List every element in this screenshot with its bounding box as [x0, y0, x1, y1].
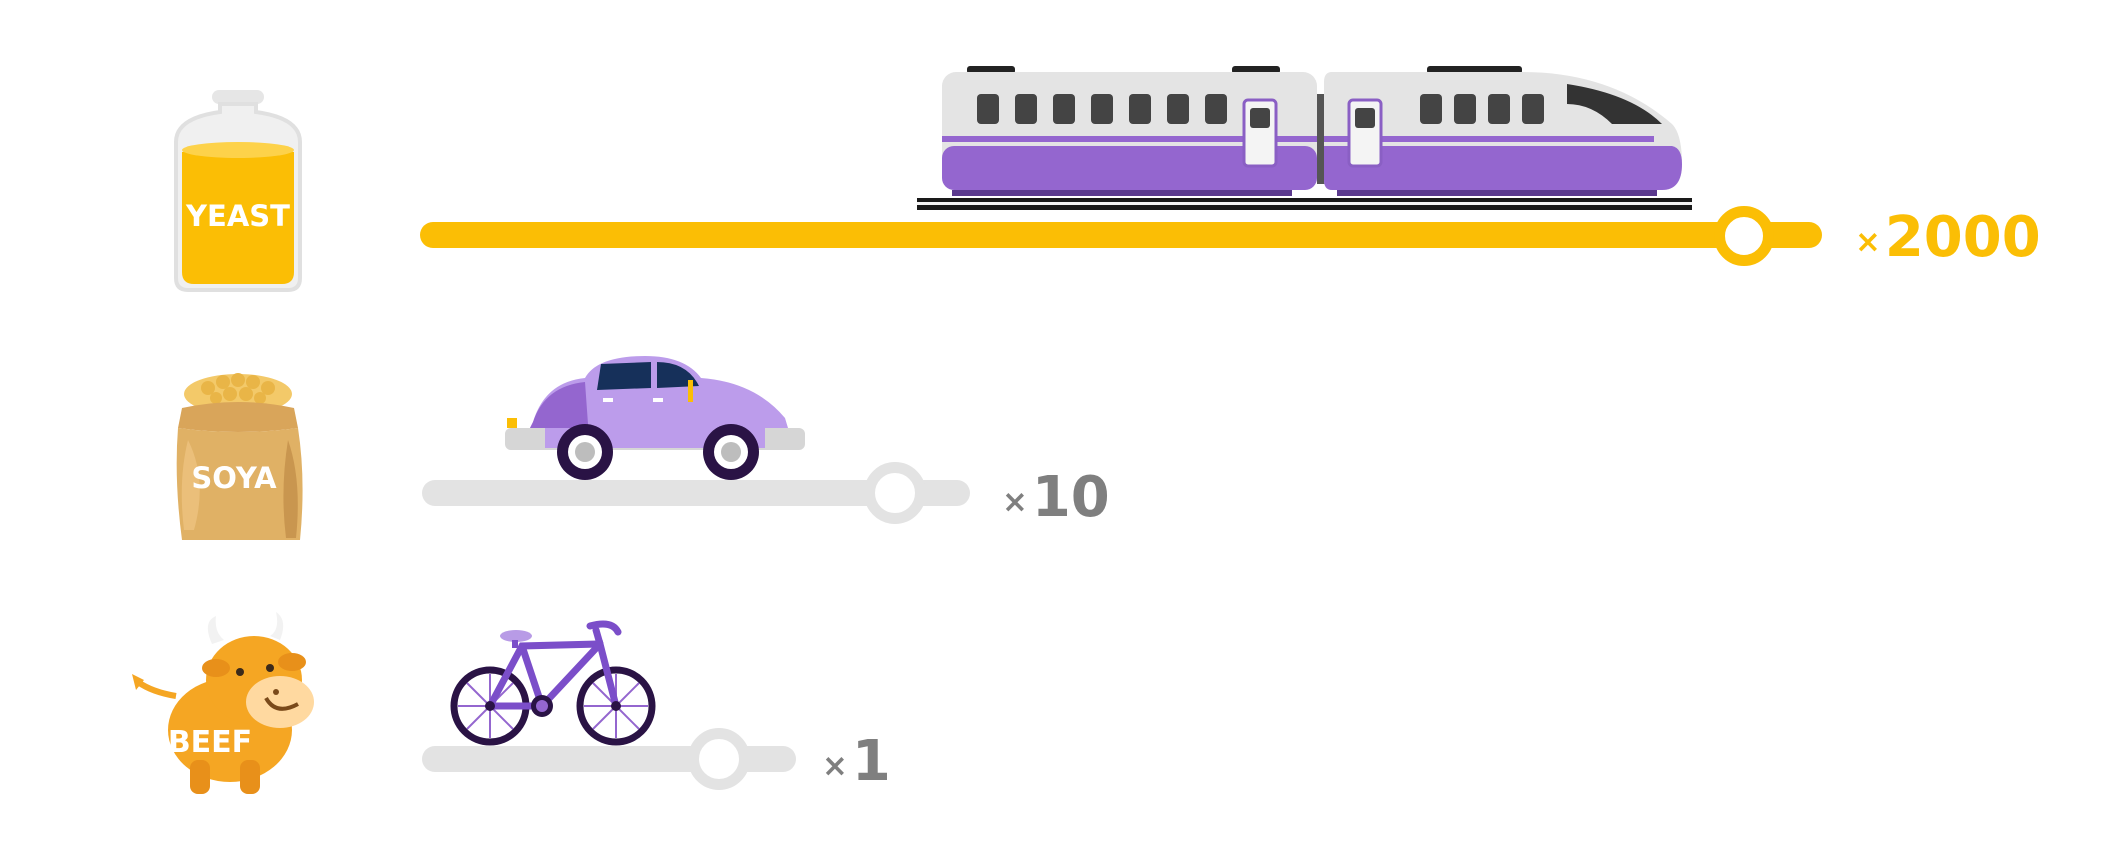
- bicycle-slider-handle[interactable]: [688, 728, 750, 790]
- row-beef: BEEF ×1: [0, 560, 2127, 852]
- row-soya: SOYA ×10: [0, 300, 2127, 560]
- multiplier-value: 1: [851, 729, 891, 794]
- multiplier-symbol: ×: [1855, 224, 1881, 261]
- beef-label: BEEF: [168, 725, 252, 760]
- multiplier-value: 10: [1031, 465, 1110, 530]
- multiplier-symbol: ×: [822, 748, 848, 785]
- train-multiplier: ×2000: [1855, 210, 2041, 266]
- soya-label: SOYA: [191, 461, 277, 495]
- bicycle-icon: [450, 620, 656, 746]
- multiplier-value: 2000: [1884, 205, 2041, 270]
- train-slider-handle[interactable]: [1714, 206, 1774, 266]
- car-slider-handle[interactable]: [864, 462, 926, 524]
- cow-icon: BEEF: [132, 612, 314, 794]
- train-slider-track: [420, 222, 1822, 248]
- soya-sack-icon: SOYA: [176, 373, 303, 540]
- car-icon: [505, 356, 805, 480]
- train-icon: [917, 66, 1692, 210]
- row-yeast: YEAST: [0, 0, 2127, 300]
- car-multiplier: ×10: [1002, 470, 1110, 526]
- bicycle-multiplier: ×1: [822, 734, 891, 790]
- yeast-jar-icon: YEAST: [174, 90, 302, 292]
- yeast-label: YEAST: [185, 199, 290, 233]
- multiplier-symbol: ×: [1002, 484, 1028, 521]
